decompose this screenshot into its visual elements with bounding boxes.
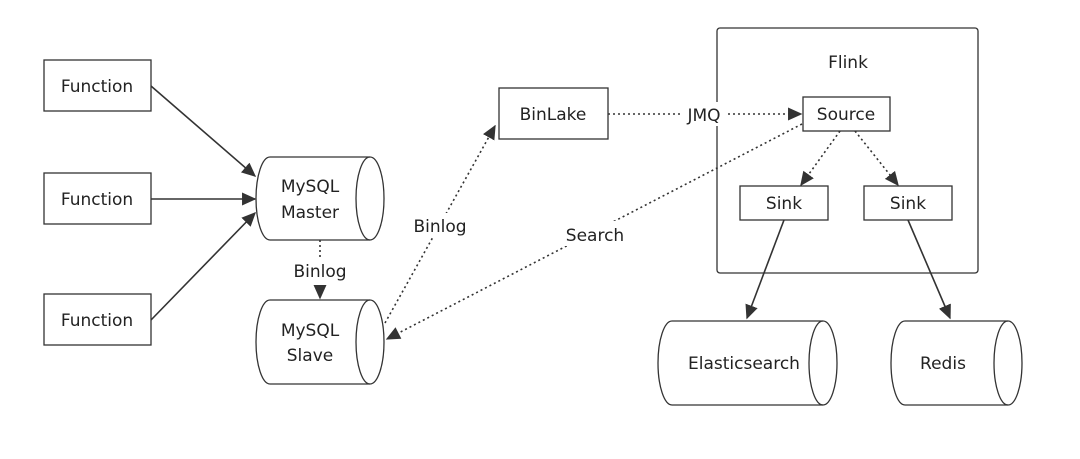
binlake-node: BinLake — [498, 87, 609, 140]
function-edges — [150, 85, 257, 321]
edge-source-sink-2 — [854, 130, 899, 187]
edge-label-slave-binlake: Binlog — [413, 217, 466, 237]
edge-sink-1-elasticsearch — [745, 219, 785, 320]
source-label: Source — [817, 105, 875, 125]
mysql-master-label-line-2: Master — [281, 203, 339, 223]
function-node-2: Function — [43, 172, 152, 225]
edge-binlake-source: JMQ — [608, 102, 803, 126]
edge-master-slave: Binlog — [289, 240, 351, 300]
flink-label: Flink — [828, 53, 868, 73]
edge-label-master-slave: Binlog — [293, 262, 346, 282]
mysql-slave-label-line-1: MySQL — [281, 321, 340, 341]
function-node-3: Function — [43, 293, 152, 346]
sink-1-label: Sink — [766, 194, 802, 214]
edge-source-sink-1 — [800, 130, 841, 187]
function-node-2-label: Function — [61, 190, 133, 210]
elasticsearch-label: Elasticsearch — [688, 354, 800, 374]
edge-label-source-slave: Search — [566, 226, 624, 246]
flink-container: Flink — [716, 27, 979, 274]
mysql-slave-node: MySQL Slave — [255, 299, 385, 385]
function-node-3-label: Function — [61, 311, 133, 331]
edge-function-1-master — [150, 85, 257, 177]
binlake-label: BinLake — [520, 105, 587, 125]
source-node: Source — [802, 96, 891, 132]
edge-label-binlake-source: JMQ — [686, 106, 720, 126]
edge-source-slave: Search — [385, 123, 803, 340]
function-node-1: Function — [43, 59, 152, 112]
mysql-master-label-line-1: MySQL — [281, 177, 340, 197]
function-node-1-label: Function — [61, 77, 133, 97]
redis-label: Redis — [920, 354, 966, 374]
mysql-slave-label-line-2: Slave — [287, 346, 333, 366]
sink-node-2: Sink — [863, 185, 953, 221]
elasticsearch-node: Elasticsearch — [657, 320, 838, 406]
edge-function-3-master — [150, 211, 257, 321]
edge-slave-binlake: Binlog — [384, 124, 496, 324]
redis-node: Redis — [890, 320, 1023, 406]
sink-2-label: Sink — [890, 194, 926, 214]
edge-sink-2-redis — [907, 219, 951, 320]
mysql-master-node: MySQL Master — [255, 156, 385, 241]
sink-node-1: Sink — [739, 185, 829, 221]
